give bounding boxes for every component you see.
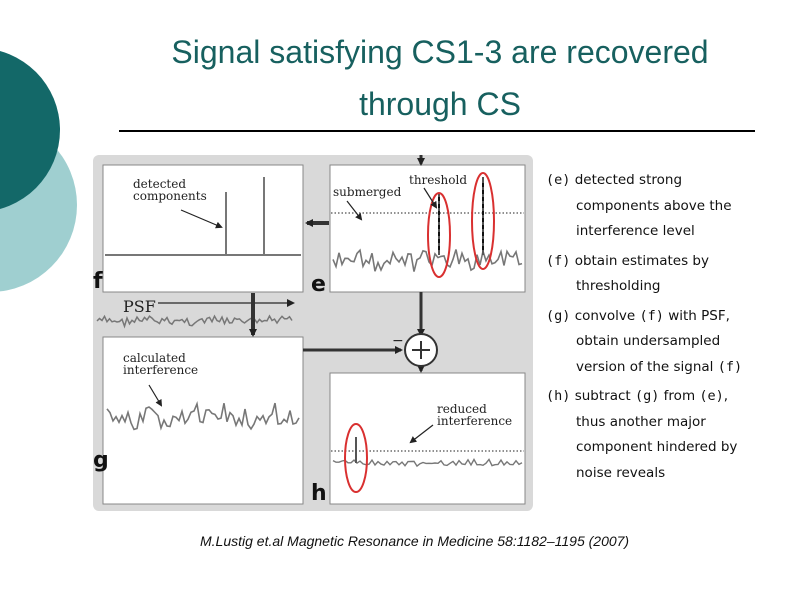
arrow-detected — [180, 209, 223, 229]
decorative-circles — [0, 51, 77, 292]
letter-e: e — [311, 272, 326, 297]
circle-e2 — [471, 172, 495, 270]
panel-f — [102, 164, 304, 293]
bullet-h: (h) subtract (g) from (e), thus another … — [546, 388, 738, 481]
label-psf: PSF — [123, 297, 156, 316]
label-calc-l2: interference — [123, 363, 198, 377]
circle-h1 — [344, 423, 368, 493]
title-rule — [119, 130, 755, 132]
label-detected-l2: components — [133, 189, 207, 203]
explanation-list: (e) detected strong components above the… — [546, 168, 786, 490]
bullet-f: (f) obtain estimates by thresholding — [546, 252, 709, 295]
label-submerged: submerged — [333, 185, 402, 199]
label-calc-l1: calculated — [123, 351, 186, 365]
panel-h — [329, 372, 526, 505]
label-threshold: threshold — [409, 173, 467, 187]
letter-f: f — [93, 269, 103, 294]
cs-recovery-figure: detected components f PSF calculated int… — [93, 155, 533, 511]
label-reduced-l1: reduced — [437, 402, 487, 416]
slide-title-line1: Signal satisfying CS1-3 are recovered — [171, 34, 709, 70]
citation: M.Lustig et.al Magnetic Resonance in Med… — [200, 533, 630, 549]
arrow-reduced — [409, 424, 434, 444]
slide-title-line2: through CS — [359, 86, 521, 122]
arrow-submerged — [346, 200, 363, 221]
bullet-g: (g) convolve (f) with PSF, obtain unders… — [546, 307, 743, 375]
letter-h: h — [311, 481, 327, 506]
label-detected-l1: detected — [133, 177, 186, 191]
arrow-threshold — [423, 187, 438, 209]
bullet-e: (e) detected strong components above the… — [546, 172, 732, 239]
signal-waveform-h — [332, 458, 523, 468]
minus-sign: − — [392, 333, 404, 349]
label-reduced-l2: interference — [437, 414, 512, 428]
arrow-calc — [148, 384, 163, 407]
letter-g: g — [93, 448, 109, 473]
interference-waveform — [106, 401, 300, 431]
psf-waveform — [96, 314, 293, 329]
circle-e1 — [427, 192, 451, 278]
